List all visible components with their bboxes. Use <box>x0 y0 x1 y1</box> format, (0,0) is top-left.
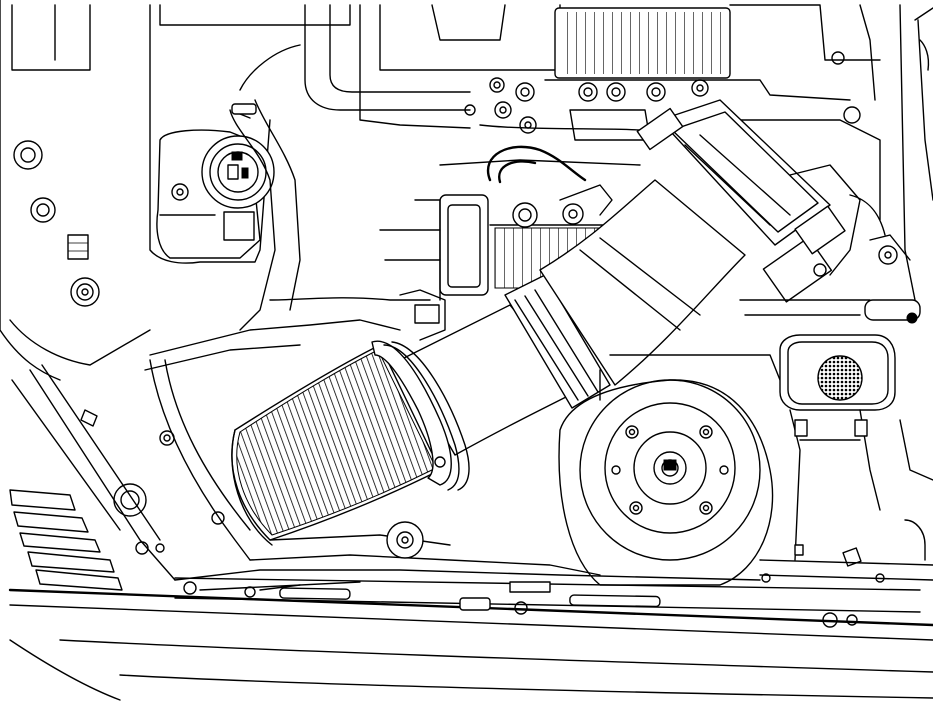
speaker-grille-port <box>779 334 896 411</box>
air-filter-cone <box>231 340 470 546</box>
wiring-harness <box>739 4 933 583</box>
mass-airflow-sensor-housing <box>636 99 886 303</box>
strut-tower-mount <box>558 354 781 586</box>
coolant-reservoir <box>149 4 275 264</box>
engine-block <box>359 4 881 301</box>
bolt-row <box>464 51 861 134</box>
bumper-fascia <box>8 577 933 701</box>
vacuum-hose <box>486 145 613 228</box>
radiator-support <box>174 569 761 598</box>
fender-liner <box>144 289 601 576</box>
left-fender-structure <box>0 0 176 591</box>
grille-slats <box>9 489 123 591</box>
upper-hoses <box>159 4 471 331</box>
